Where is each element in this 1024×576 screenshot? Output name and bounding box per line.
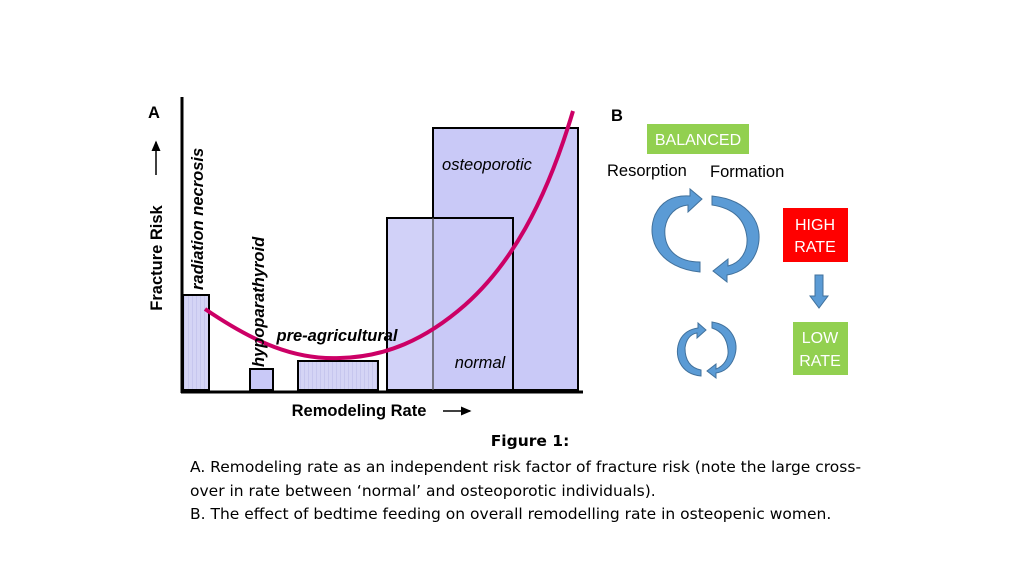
caption-line-1: A. Remodeling rate as an independent ris… <box>190 458 861 476</box>
risk-curve <box>203 110 575 361</box>
high-rate-label-line1: HIGH <box>795 217 835 234</box>
balanced-label: BALANCED <box>655 132 741 149</box>
panel-a-label: A <box>148 104 160 122</box>
label-pre-agricultural: pre-agricultural <box>275 327 397 345</box>
high-rate-box <box>783 208 848 262</box>
panel-a: A radiation necrosis hypoparathyroid pre… <box>148 97 583 420</box>
small-cycle-arrows-icon <box>676 321 737 380</box>
panel-b: B BALANCED Resorption Formation HIGH RAT… <box>607 107 848 380</box>
formation-label: Formation <box>710 163 784 181</box>
caption-line-2: over in rate between ‘normal’ and osteop… <box>190 482 656 500</box>
low-rate-label-line1: LOW <box>802 330 839 347</box>
caption-line-3: B. The effect of bedtime feeding on over… <box>190 505 831 523</box>
label-radiation-necrosis: radiation necrosis <box>189 148 207 290</box>
bar-pre-agricultural <box>297 360 379 391</box>
caption: Figure 1: A. Remodeling rate as an indep… <box>190 432 861 523</box>
label-normal: normal <box>455 354 507 372</box>
resorption-label: Resorption <box>607 162 687 180</box>
caption-title: Figure 1: <box>491 432 570 450</box>
low-rate-label-line2: RATE <box>799 353 840 370</box>
x-axis-label: Remodeling Rate <box>292 402 427 420</box>
panel-b-label: B <box>611 107 623 125</box>
down-arrow-icon <box>809 274 829 309</box>
low-rate-box <box>793 322 848 375</box>
large-cycle-arrows-icon <box>651 187 760 284</box>
label-osteoporotic: osteoporotic <box>442 156 533 174</box>
bar-normal <box>386 217 514 391</box>
balanced-box <box>647 124 749 154</box>
high-rate-label-line2: RATE <box>794 239 835 256</box>
y-axis-label: Fracture Risk <box>148 204 166 310</box>
bar-hypoparathyroid <box>249 368 274 391</box>
label-hypoparathyroid: hypoparathyroid <box>250 236 268 367</box>
